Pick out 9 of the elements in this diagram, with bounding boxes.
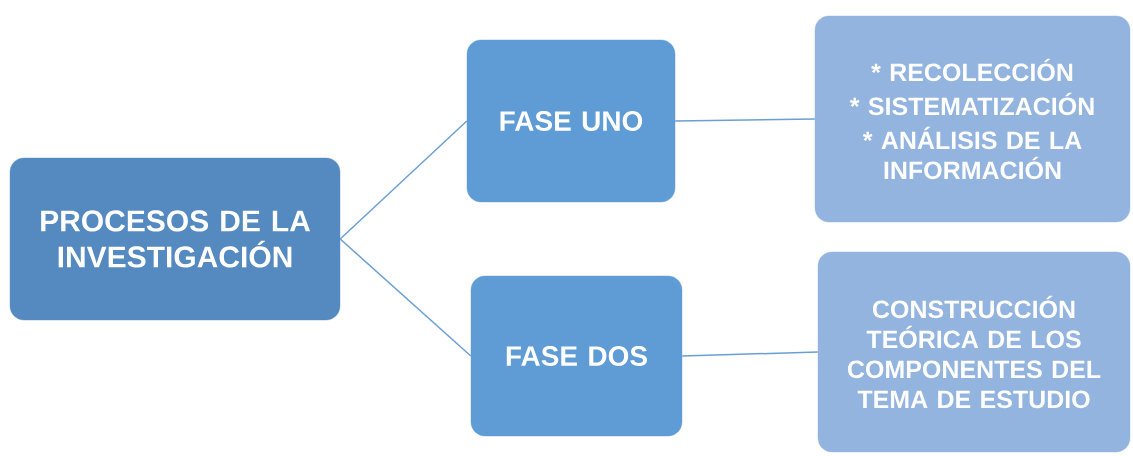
connector-line [339, 120, 468, 240]
connector-line [681, 351, 819, 357]
connector-line [339, 238, 472, 357]
phase-box: FASE DOS [470, 275, 683, 437]
connector-line [674, 118, 816, 122]
phase-box: FASE UNO [466, 39, 676, 203]
topic-box: PROCESOS DE LA INVESTIGACIÓN [9, 157, 341, 321]
detail-box: * RECOLECCIÓN * SISTEMATIZACIÓN * ANÁLISIS DE LA INFORMACIÓN [814, 15, 1131, 223]
detail-box: CONSTRUCCIÓN TEÓRICA DE LOS COMPONENTES DEL TEMA DE ESTUDIO [817, 251, 1131, 453]
